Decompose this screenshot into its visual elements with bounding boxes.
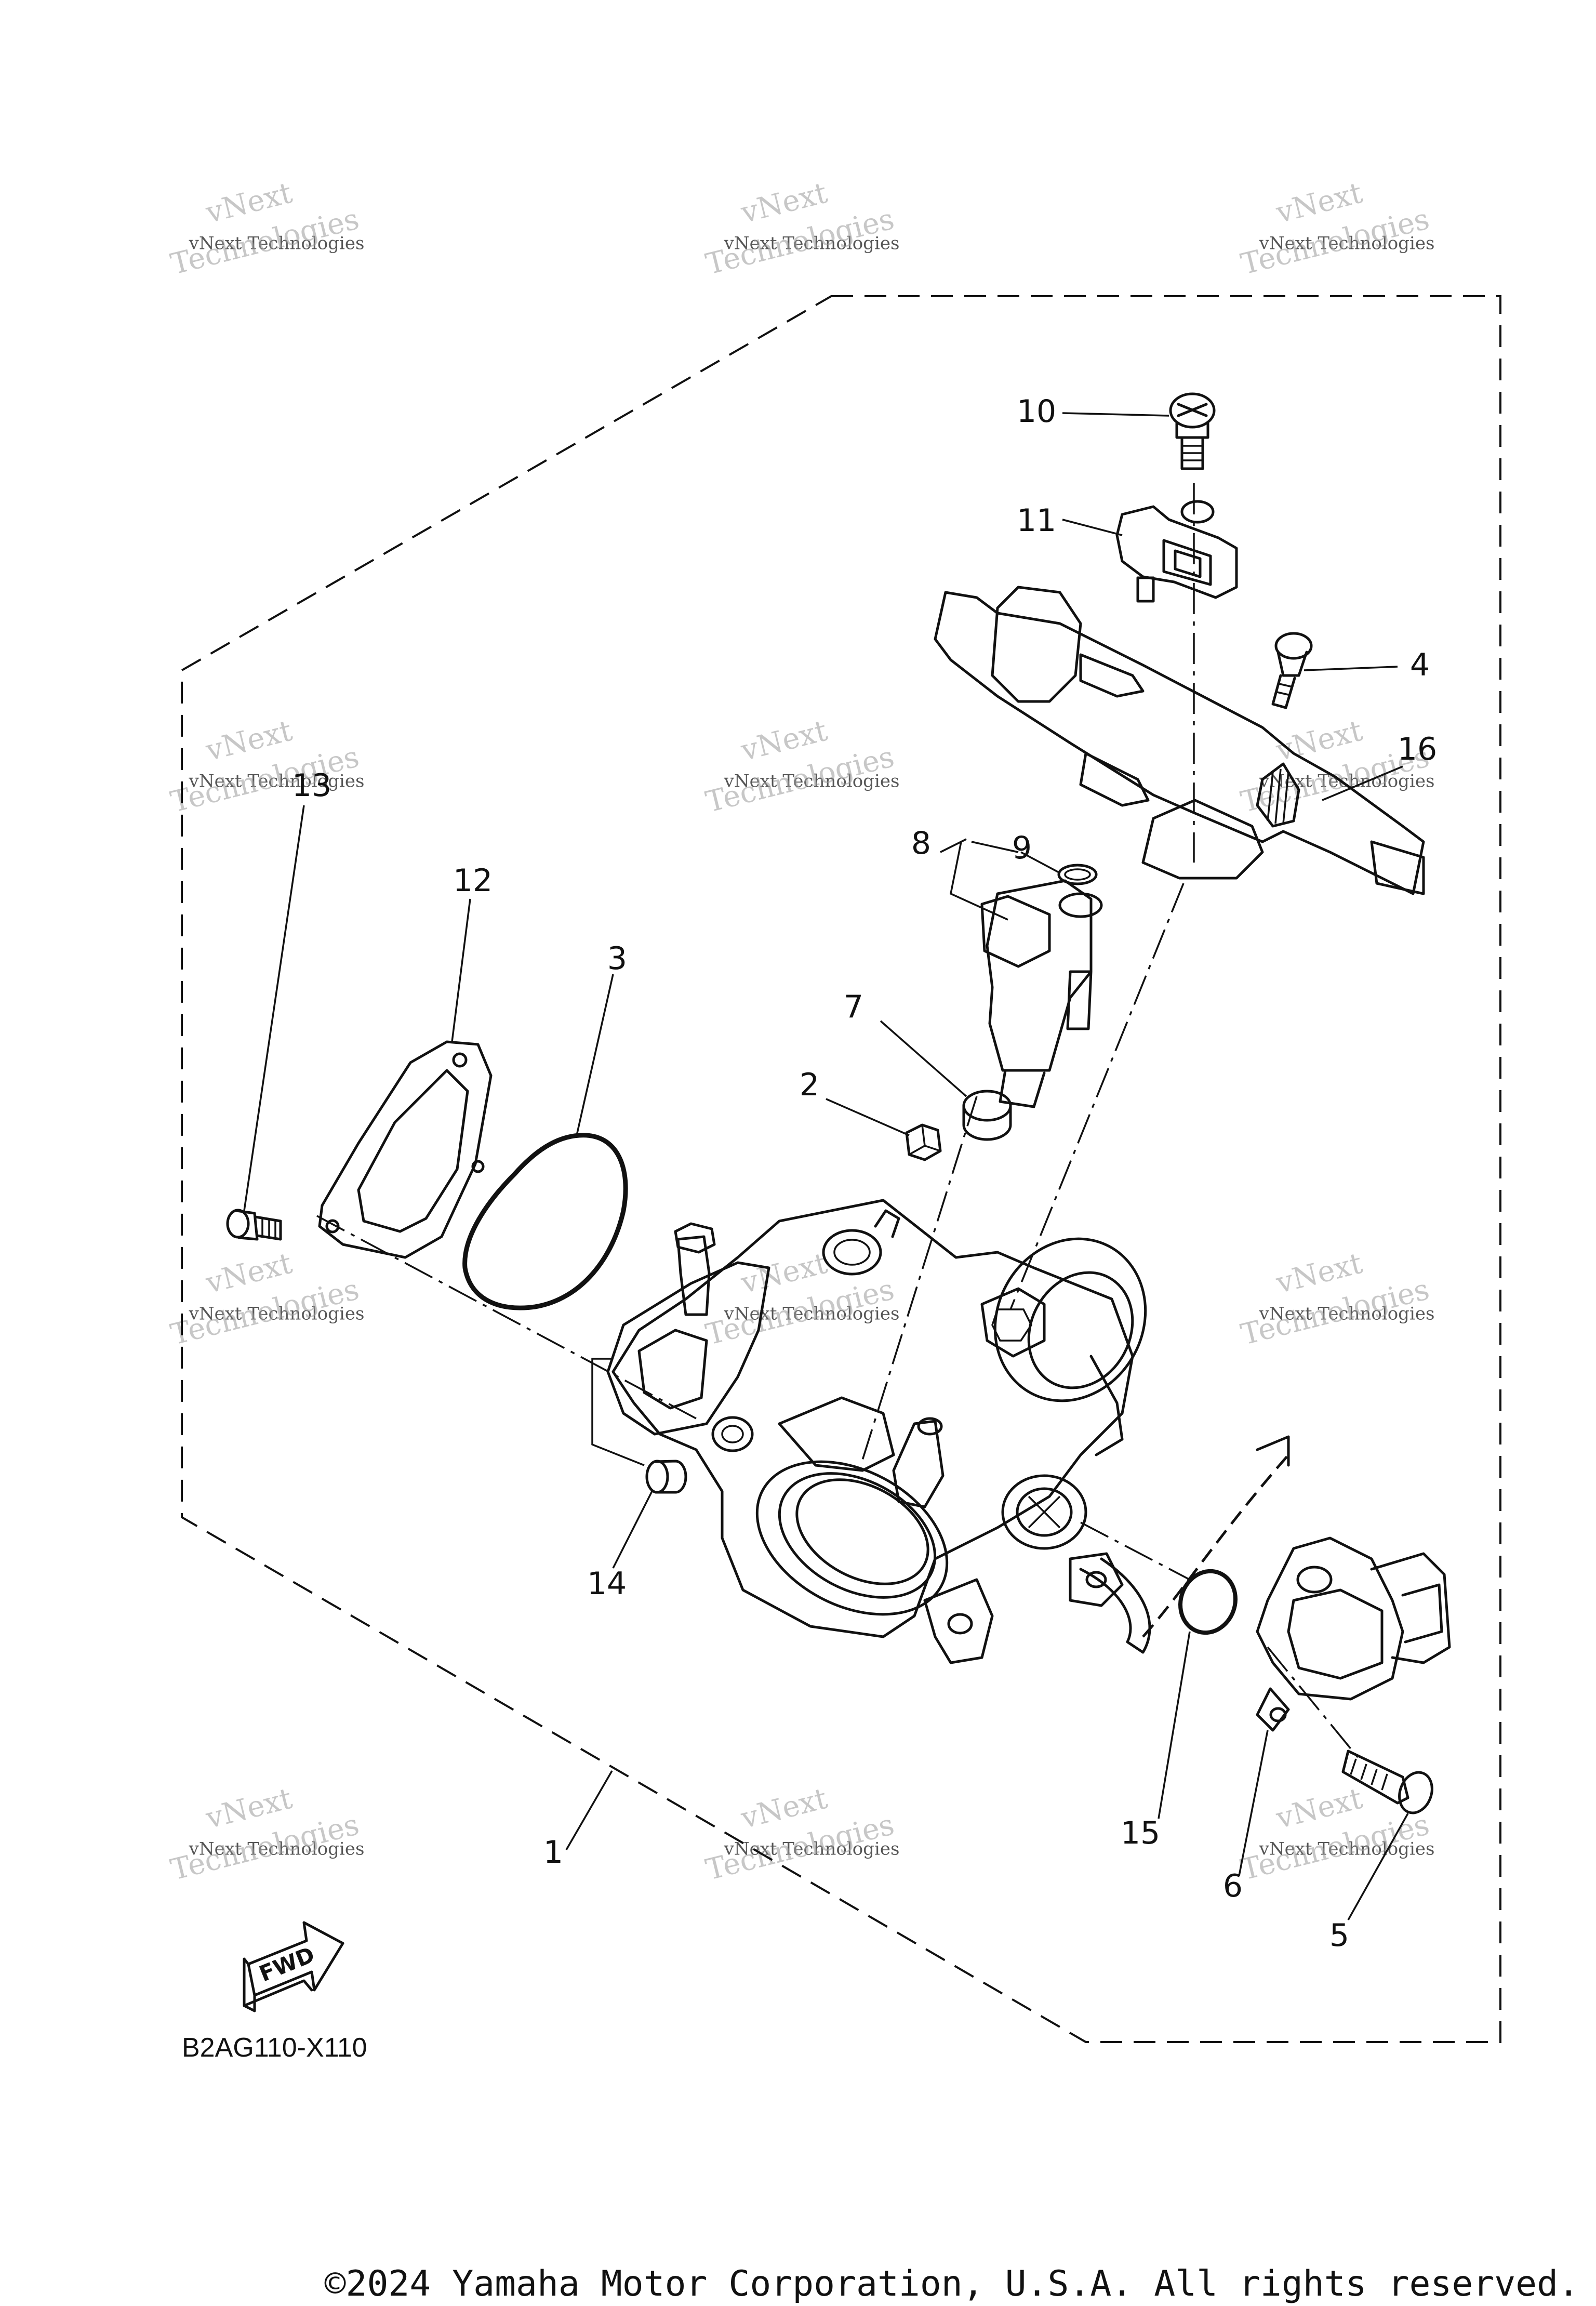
watermark: vNext vNext Technologies Technologies [167,714,365,819]
fwd-arrow-icon: FWD [243,1921,344,2012]
seal-7 [962,1090,1012,1141]
watermark: vNext vNext Technologies Technologies [1238,176,1435,282]
svg-text:vNext Technologies: vNext Technologies [724,1304,900,1324]
callout-6: 6 [1223,1868,1243,1904]
svg-text:vNext Technologies: vNext Technologies [189,1304,365,1324]
bolt-5 [1341,1750,1433,1814]
callout-4: 4 [1410,647,1430,683]
callout-labels: 1 2 3 4 5 6 7 8 9 10 11 12 13 14 15 16 [292,393,1437,1954]
watermark: vNext vNext Technologies Technologies [702,714,900,819]
callout-3: 3 [607,940,627,977]
svg-text:vNext Technologies: vNext Technologies [1259,1304,1435,1324]
watermark: vNext vNext Technologies Technologies [1238,714,1434,819]
callout-15: 15 [1121,1815,1160,1851]
svg-text:vNext Technologies: vNext Technologies [724,771,900,792]
diagram-code: B2AG110-X110 [182,2033,367,2063]
throttle-body-1 [606,1199,1290,1664]
callout-8: 8 [911,825,931,862]
callout-14: 14 [587,1566,627,1602]
o-ring-9 [1057,864,1098,885]
watermark-layer: vNext vNext Technologies Technologies vN… [167,176,1435,1887]
svg-text:vNext Technologies: vNext Technologies [724,1839,900,1860]
sensor-6 [1256,1536,1451,1732]
watermark: vNext vNext Technologies Technologies [167,1782,365,1887]
watermark: vNext vNext Technologies Technologies [167,1247,365,1352]
svg-text:vNext Technologies: vNext Technologies [1259,233,1435,254]
watermark: vNext vNext Technologies Technologies [1238,1782,1435,1887]
watermark: vNext vNext Technologies Technologies [702,1782,900,1887]
watermark: vNext vNext Technologies Technologies [702,176,900,282]
callout-7: 7 [844,989,863,1025]
callout-1: 1 [543,1834,563,1871]
nut-2 [905,1123,942,1161]
callout-2: 2 [800,1067,819,1103]
watermark-line2: vNext Technologies [189,233,365,254]
callout-10: 10 [1017,393,1056,430]
svg-text:vNext Technologies: vNext Technologies [1259,1839,1435,1860]
cap-14 [645,1460,687,1494]
fuel-rail-16 [934,586,1425,895]
svg-text:vNext Technologies: vNext Technologies [189,771,365,792]
o-ring-15 [1178,1569,1238,1635]
copyright: ©2024 Yamaha Motor Corporation, U.S.A. A… [325,2263,1579,2304]
callout-12: 12 [453,863,493,899]
watermark: vNext vNext Technologies Technologies [167,176,365,282]
cover-plate-12 [318,1040,493,1259]
watermark: vNext vNext Technologies Technologies [702,1247,900,1352]
assembly-boundary [181,295,1501,2043]
callout-5: 5 [1329,1917,1349,1954]
gasket-3 [462,1133,628,1310]
watermark: vNext vNext Technologies Technologies [1238,1247,1435,1352]
leader-lines [243,412,1409,1920]
callout-13: 13 [292,767,331,804]
svg-text:vNext Technologies: vNext Technologies [189,1839,365,1860]
screw-4 [1271,632,1313,709]
callout-16: 16 [1398,731,1437,767]
callout-9: 9 [1012,830,1032,866]
screw-10 [1169,392,1216,470]
sensor-11 [1115,500,1238,603]
callout-11: 11 [1017,502,1056,539]
bolt-13 [226,1209,282,1241]
svg-text:vNext Technologies: vNext Technologies [724,233,900,254]
injector-8 [980,879,1103,1108]
